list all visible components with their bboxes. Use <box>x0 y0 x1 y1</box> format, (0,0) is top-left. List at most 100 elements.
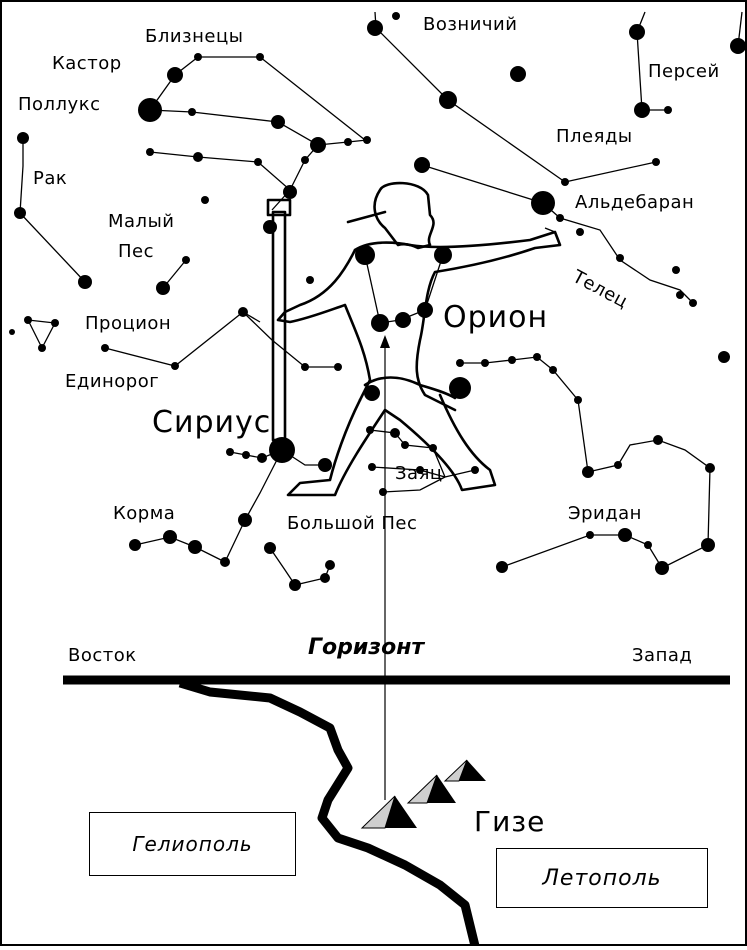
star <box>306 276 314 284</box>
auriga-line <box>375 12 565 182</box>
label-pleyady: Плеяды <box>556 128 633 146</box>
star <box>533 353 541 361</box>
star <box>618 528 632 542</box>
star <box>318 458 332 472</box>
taurus-line-2 <box>565 162 656 182</box>
label-edinorog: Единорог <box>65 373 159 391</box>
star <box>614 461 622 469</box>
heliopolis-box: Гелиополь <box>89 812 296 876</box>
star <box>689 299 697 307</box>
star <box>171 362 179 370</box>
star <box>182 256 190 264</box>
star <box>508 356 516 364</box>
star <box>574 396 582 404</box>
star <box>17 132 29 144</box>
label-korma: Корма <box>113 505 175 523</box>
star <box>730 38 746 54</box>
star <box>379 488 387 496</box>
star <box>582 466 594 478</box>
label-sirius: Сириус <box>152 408 271 438</box>
star <box>238 513 252 527</box>
star <box>226 448 234 456</box>
star <box>549 366 557 374</box>
puppis-line <box>135 537 225 562</box>
label-bolshoy-pes: Большой Пес <box>287 515 417 533</box>
star <box>718 351 730 363</box>
star <box>510 66 526 82</box>
star <box>644 541 652 549</box>
star <box>289 579 301 591</box>
star <box>576 228 584 236</box>
orion-figure <box>268 183 560 495</box>
star <box>188 108 196 116</box>
star <box>257 453 267 463</box>
star <box>271 115 285 129</box>
star <box>344 138 352 146</box>
star <box>263 220 277 234</box>
star <box>672 266 680 274</box>
star <box>471 466 479 474</box>
star <box>188 540 202 554</box>
star <box>414 157 430 173</box>
star <box>705 463 715 473</box>
star <box>201 196 209 204</box>
star-belt <box>395 312 411 328</box>
star <box>78 275 92 289</box>
star <box>325 560 335 570</box>
star <box>481 359 489 367</box>
star <box>652 158 660 166</box>
star <box>193 152 203 162</box>
star <box>586 531 594 539</box>
label-east: Восток <box>68 647 137 665</box>
orion-legs <box>288 395 495 495</box>
orion-head <box>375 183 434 248</box>
meridian-arrow-icon <box>380 335 390 348</box>
star <box>264 542 276 554</box>
label-bliznetsy: Близнецы <box>145 28 243 46</box>
taurus-line-1 <box>422 165 543 203</box>
label-perseus: Персей <box>648 63 720 81</box>
star <box>51 319 59 327</box>
star <box>368 463 376 471</box>
orion-staff <box>273 212 285 440</box>
star <box>496 561 508 573</box>
star <box>38 344 46 352</box>
star-belt <box>417 302 433 318</box>
star <box>301 156 309 164</box>
star <box>655 561 669 575</box>
star <box>320 573 330 583</box>
label-aldebaran: Альдебаран <box>575 194 694 212</box>
star <box>629 24 645 40</box>
star-capella <box>439 91 457 109</box>
label-procyon: Процион <box>85 315 171 333</box>
star <box>363 136 371 144</box>
label-heliopolis: Гелиополь <box>132 832 252 856</box>
star <box>163 530 177 544</box>
star <box>367 20 383 36</box>
star <box>390 428 400 438</box>
star <box>310 137 326 153</box>
pyramids-icon <box>362 760 486 828</box>
star <box>101 344 109 352</box>
star <box>9 329 15 335</box>
star <box>676 291 684 299</box>
label-letopolis: Летополь <box>542 866 661 891</box>
star-pollux <box>138 98 162 122</box>
label-west: Запад <box>632 647 692 665</box>
star <box>653 435 663 445</box>
star <box>24 316 32 324</box>
star <box>220 557 230 567</box>
label-zayats: Заяц <box>395 465 443 483</box>
eridanus-line <box>460 357 710 568</box>
star-belt <box>371 314 389 332</box>
orion-torso-left <box>278 250 370 400</box>
star <box>301 363 309 371</box>
label-voznichy: Возничий <box>423 16 517 34</box>
star-rigel <box>449 377 471 399</box>
label-eridan: Эридан <box>568 505 642 523</box>
star <box>242 451 250 459</box>
letopolis-box: Летополь <box>496 848 708 908</box>
